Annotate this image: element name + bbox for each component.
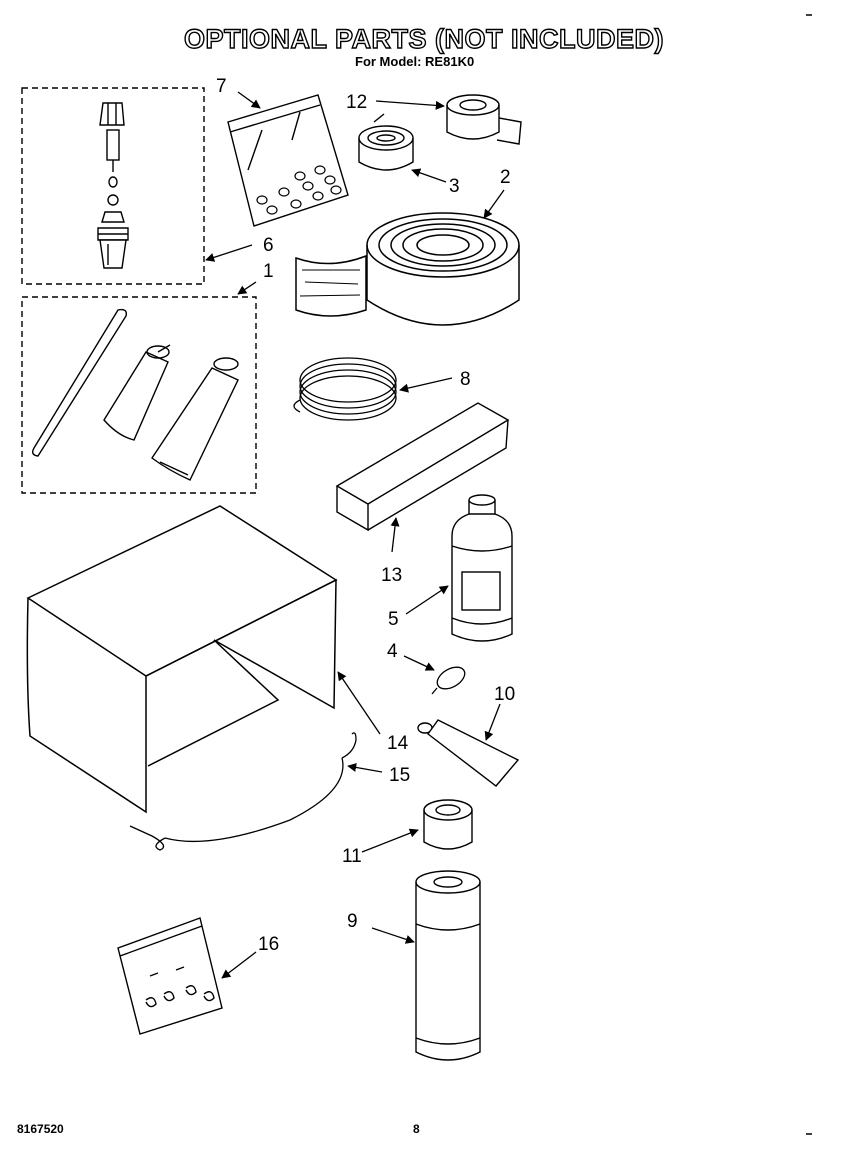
document-number: 8167520 (17, 1122, 64, 1136)
callout-12: 12 (346, 92, 367, 113)
part-3-foam-tape (358, 113, 414, 171)
callout-5: 5 (388, 609, 399, 630)
callout-15: 15 (389, 765, 410, 786)
part-1-tube-kit (21, 296, 257, 494)
part-2-insulation-tape (295, 212, 520, 326)
leader-lines (205, 91, 505, 979)
part-12-tape-roll (446, 94, 522, 145)
part-8-cord-coil (293, 357, 397, 421)
callout-6: 6 (263, 235, 274, 256)
part-9-spray-can (415, 870, 481, 1061)
callout-16: 16 (258, 934, 279, 955)
leader-6 (205, 244, 253, 262)
callout-4: 4 (387, 641, 398, 662)
page-title: OPTIONAL PARTS (NOT INCLUDED) (183, 23, 664, 54)
leader-1 (237, 281, 257, 295)
leader-13 (390, 517, 400, 553)
leader-2 (483, 189, 505, 219)
callout-2: 2 (500, 167, 511, 188)
leader-7 (237, 91, 261, 109)
part-15-cord-hook (129, 732, 357, 851)
leader-11 (361, 828, 419, 853)
leader-12 (375, 100, 445, 110)
part-13-foam-block (335, 402, 510, 532)
callout-7: 7 (216, 76, 227, 97)
callout-3: 3 (449, 176, 460, 197)
callout-1: 1 (263, 261, 274, 282)
part-14-cover (26, 505, 338, 814)
part-11-small-roll (423, 799, 473, 850)
part-7-bag-of-fittings (227, 94, 349, 227)
callout-10: 10 (494, 684, 515, 705)
leader-4 (403, 655, 435, 671)
leader-9 (371, 927, 415, 944)
leader-16 (221, 951, 257, 979)
callout-13: 13 (381, 565, 402, 586)
leader-8 (399, 377, 453, 393)
part-4-capsule (431, 666, 466, 695)
page-number: 8 (413, 1122, 420, 1136)
part-16-clip-bag (117, 917, 223, 1035)
leader-3 (411, 168, 447, 183)
leader-10 (484, 703, 501, 741)
model-subtitle: For Model: RE81K0 (355, 54, 475, 69)
callout-14: 14 (387, 733, 409, 754)
callout-11: 11 (342, 846, 362, 867)
leader-5 (405, 585, 449, 615)
leader-15 (347, 762, 383, 773)
part-5-bottle (451, 494, 513, 642)
corner-marks (806, 14, 812, 1135)
callout-9: 9 (347, 911, 358, 932)
leader-14 (337, 671, 381, 735)
part-10-small-tube (417, 719, 520, 787)
part-6-valve-kit (21, 87, 205, 285)
callout-8: 8 (460, 369, 471, 390)
